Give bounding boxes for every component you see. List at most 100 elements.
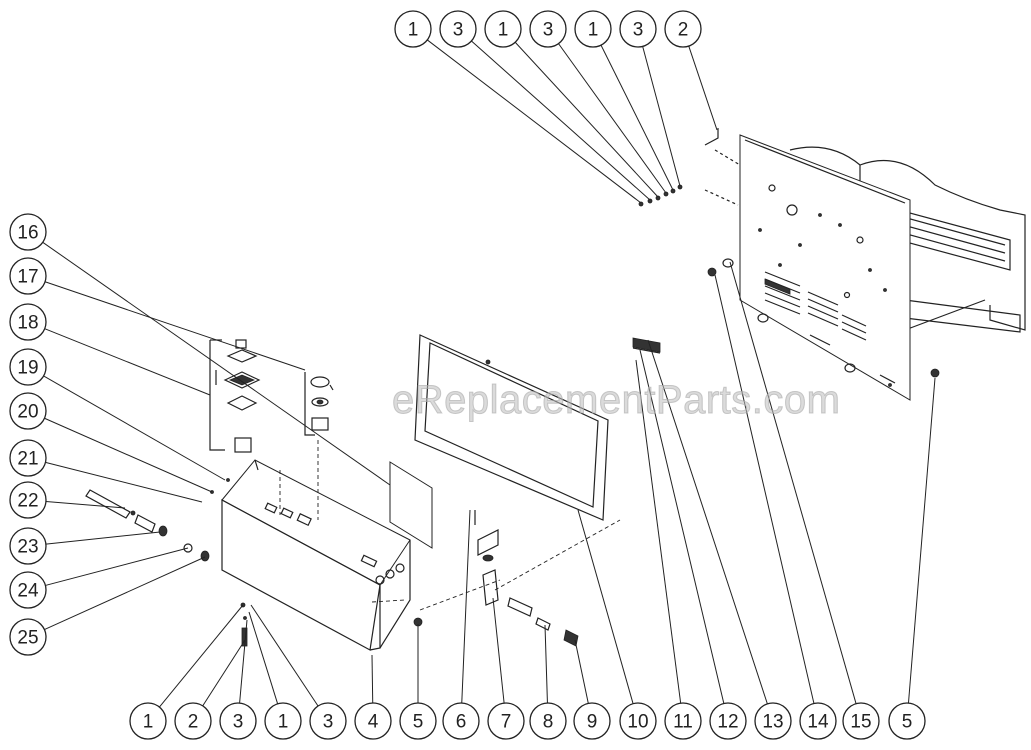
callout-number: 16 <box>17 223 38 244</box>
callout-circle <box>754 702 792 740</box>
callout-number: 1 <box>498 20 509 41</box>
leader-line-left-19 <box>43 375 226 481</box>
leader-line-bot-3b <box>250 604 319 707</box>
callout-bot-4: 4 <box>354 702 392 740</box>
leader-line-top-3a <box>471 40 651 201</box>
leader-line-bot-7 <box>492 597 505 704</box>
callout-circle <box>9 213 47 251</box>
callout-circle <box>399 702 437 740</box>
leader-line-bot-12 <box>639 349 725 704</box>
leader-line-bot-11 <box>635 359 682 704</box>
callout-circle <box>487 702 525 740</box>
callout-number: 13 <box>762 712 783 733</box>
callout-circle <box>9 439 47 477</box>
leader-line-left-16 <box>42 241 391 486</box>
leader-line-bot-8 <box>544 624 548 704</box>
callout-bot-3a: 3 <box>219 702 257 740</box>
callout-number: 24 <box>17 581 39 602</box>
callout-bot-15: 15 <box>842 702 880 740</box>
callout-bot-13: 13 <box>754 702 792 740</box>
callout-left-23: 23 <box>9 527 47 565</box>
callout-top-3a: 3 <box>439 10 477 48</box>
leader-line-left-17 <box>44 281 306 371</box>
callout-left-17: 17 <box>9 257 47 295</box>
leader-line-bot-6 <box>461 509 471 704</box>
callout-top-3b: 3 <box>529 10 567 48</box>
leader-line-left-25 <box>44 556 206 631</box>
callout-number: 15 <box>850 712 871 733</box>
callout-circle <box>9 481 47 519</box>
leader-line-bot-10 <box>577 509 634 704</box>
callout-bot-1b: 1 <box>264 702 302 740</box>
callout-circle <box>9 257 47 295</box>
callout-circle <box>9 303 47 341</box>
callout-number: 7 <box>501 712 512 733</box>
callout-number: 1 <box>278 712 289 733</box>
callout-bot-2: 2 <box>174 702 212 740</box>
leader-line-left-20 <box>44 417 213 493</box>
callout-bot-6: 6 <box>442 702 480 740</box>
callout-circle <box>354 702 392 740</box>
callout-number: 5 <box>902 712 913 733</box>
leader-line-bot-1b <box>248 611 279 704</box>
callout-circle <box>439 10 477 48</box>
callout-circle <box>129 702 167 740</box>
leader-line-top-1b <box>514 41 659 198</box>
callout-number: 9 <box>587 712 598 733</box>
callout-number: 2 <box>678 20 689 41</box>
callout-number: 3 <box>323 712 334 733</box>
callout-circle <box>442 702 480 740</box>
leader-line-top-1a <box>427 39 642 204</box>
callout-bot-8: 8 <box>529 702 567 740</box>
leader-line-left-22 <box>45 500 126 509</box>
callout-circle <box>529 10 567 48</box>
leader-line-left-18 <box>44 328 211 396</box>
leader-line-bot-9 <box>574 639 589 704</box>
callout-circle <box>264 702 302 740</box>
leader-line-bot-3a <box>239 619 248 704</box>
callout-circle <box>888 702 926 740</box>
callout-bot-9: 9 <box>573 702 611 740</box>
callout-circle <box>484 10 522 48</box>
callout-circle <box>619 10 657 48</box>
callout-number: 3 <box>543 20 554 41</box>
leader-line-bot-14 <box>714 274 815 704</box>
callout-bot-5b: 5 <box>888 702 926 740</box>
callout-number: 17 <box>17 267 38 288</box>
leader-line-left-23 <box>45 531 161 545</box>
callout-number: 10 <box>627 712 648 733</box>
callout-number: 1 <box>408 20 419 41</box>
leader-line-left-24 <box>45 547 189 586</box>
callout-left-20: 20 <box>9 392 47 430</box>
callout-circle <box>9 348 47 386</box>
callout-number: 3 <box>633 20 644 41</box>
callout-number: 21 <box>17 449 38 470</box>
callout-bot-12: 12 <box>709 702 747 740</box>
callout-left-16: 16 <box>9 213 47 251</box>
callout-number: 12 <box>717 712 738 733</box>
callout-circle <box>529 702 567 740</box>
callout-circle <box>9 392 47 430</box>
callout-bot-14: 14 <box>799 702 837 740</box>
leader-line-top-2 <box>688 45 718 131</box>
callout-number: 5 <box>413 712 424 733</box>
callout-circle <box>309 702 347 740</box>
leader-line-bot-2 <box>202 639 246 707</box>
callout-top-1c: 1 <box>574 10 612 48</box>
callout-number: 3 <box>453 20 464 41</box>
callout-number: 19 <box>17 358 38 379</box>
callout-left-24: 24 <box>9 571 47 609</box>
callout-bot-5a: 5 <box>399 702 437 740</box>
callout-circle <box>619 702 657 740</box>
door-frame-assembly <box>414 334 609 521</box>
callout-number: 18 <box>17 313 38 334</box>
callout-circle <box>664 702 702 740</box>
callout-left-25: 25 <box>9 618 47 656</box>
callout-circle <box>574 10 612 48</box>
back-panel-assembly <box>632 128 1026 401</box>
callout-bot-1a: 1 <box>129 702 167 740</box>
callout-top-1b: 1 <box>484 10 522 48</box>
callout-number: 3 <box>233 712 244 733</box>
callout-top-3c: 3 <box>619 10 657 48</box>
callout-number: 14 <box>807 712 829 733</box>
